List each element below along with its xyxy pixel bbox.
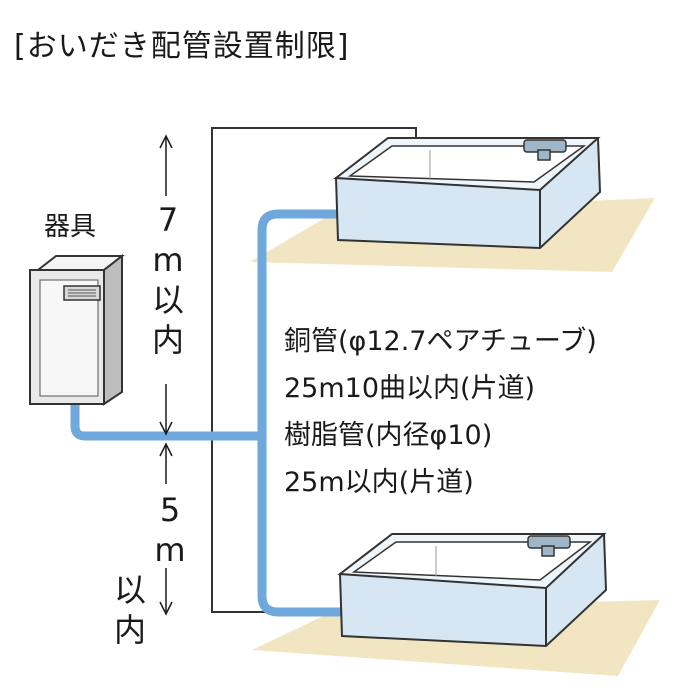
height-frame-line — [211, 127, 417, 613]
pipe-spec-text: 銅管(φ12.7ペアチューブ) 25m10曲以内(片道) 樹脂管(内径φ10) … — [284, 318, 597, 506]
spec-line: 25m以内(片道) — [284, 467, 474, 498]
upper-distance-unit: m — [152, 241, 184, 279]
upper-distance-label: 7 m 以 内 — [148, 200, 188, 360]
device-label: 器具 — [44, 212, 97, 242]
upper-bathtub — [333, 136, 602, 250]
lower-distance-value: 5 — [159, 491, 181, 529]
lower-distance-line2: 内 — [113, 611, 146, 649]
lower-distance-label: 5 m 以 内 — [110, 490, 186, 650]
spec-line: 銅管(φ12.7ペアチューブ) — [284, 326, 597, 357]
upper-distance-line1: 以 — [151, 281, 184, 319]
upper-distance-line2: 内 — [151, 321, 184, 359]
bath-pipe — [70, 209, 345, 617]
lower-bathtub — [337, 532, 608, 648]
upper-distance-arrow — [159, 134, 173, 436]
lower-distance-unit: m — [154, 531, 186, 569]
spec-line: 樹脂管(内径φ10) — [284, 420, 493, 451]
water-heater-unit — [29, 253, 125, 406]
diagram-title: [おいだき配管設置制限] — [14, 29, 350, 64]
lower-distance-line1: 以 — [113, 571, 146, 609]
lower-distance-arrow — [159, 442, 173, 616]
spec-line: 25m10曲以内(片道) — [284, 373, 536, 404]
upper-distance-value: 7 — [157, 201, 179, 239]
